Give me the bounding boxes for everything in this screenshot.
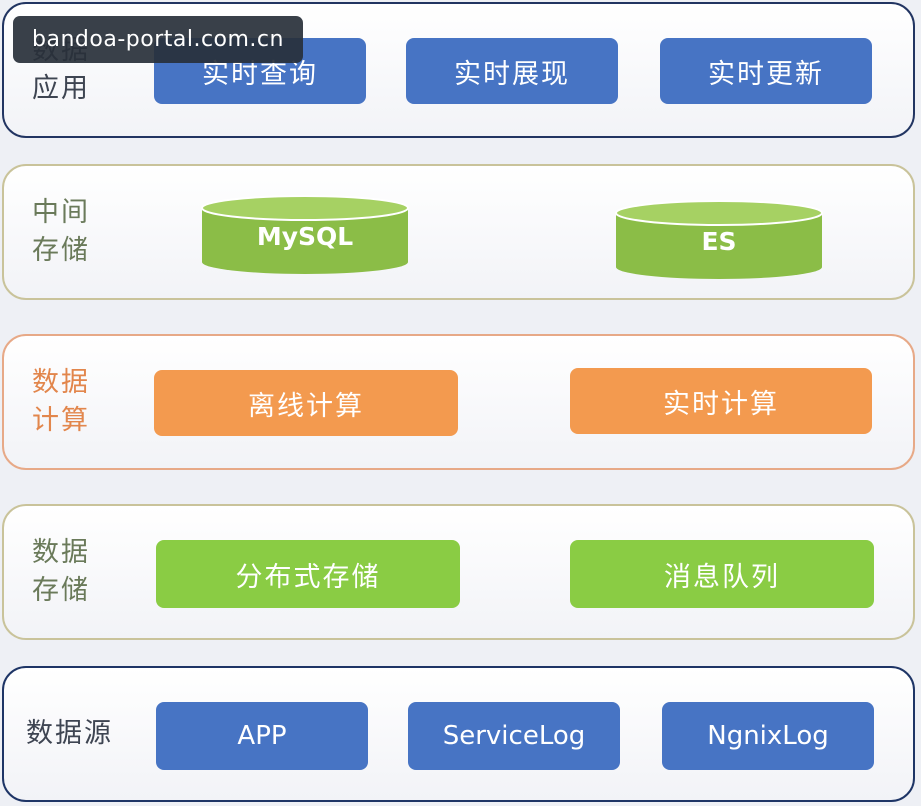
layer-label-intermediate-storage: 中间 存储 (32, 197, 90, 266)
cylinder-es-label: ES (701, 227, 737, 256)
layer-data-storage: 数据 存储 分布式存储 消息队列 (2, 504, 915, 640)
cylinder-mysql-shape (201, 195, 409, 274)
layer-intermediate-storage: 中间 存储 MySQL ES (2, 164, 915, 300)
box-realtime-update: 实时更新 (660, 38, 872, 104)
cylinder-es-shape (615, 200, 823, 279)
box-realtime-display: 实时展现 (406, 38, 618, 104)
cylinder-es: ES (614, 199, 824, 281)
layer-data-application: 数据 应用 实时查询 实时展现 实时更新 (2, 2, 915, 138)
layer-label-data-storage: 数据 存储 (32, 537, 90, 606)
box-ngnix-log: NgnixLog (662, 702, 874, 770)
box-realtime-compute: 实时计算 (570, 368, 872, 434)
layer-label-data-compute: 数据 计算 (32, 367, 90, 436)
layer-data-source: 数据源 APP ServiceLog NgnixLog (2, 666, 915, 802)
box-app: APP (156, 702, 368, 770)
box-distributed-storage: 分布式存储 (156, 540, 460, 608)
layer-data-compute: 数据 计算 离线计算 实时计算 (2, 334, 915, 470)
watermark-badge: bandoa-portal.com.cn (13, 16, 303, 63)
box-message-queue: 消息队列 (570, 540, 874, 608)
cylinder-mysql: MySQL (200, 194, 410, 276)
box-offline-compute: 离线计算 (154, 370, 458, 436)
cylinder-mysql-label: MySQL (256, 222, 354, 251)
box-service-log: ServiceLog (408, 702, 620, 770)
layer-label-data-source: 数据源 (26, 718, 113, 749)
